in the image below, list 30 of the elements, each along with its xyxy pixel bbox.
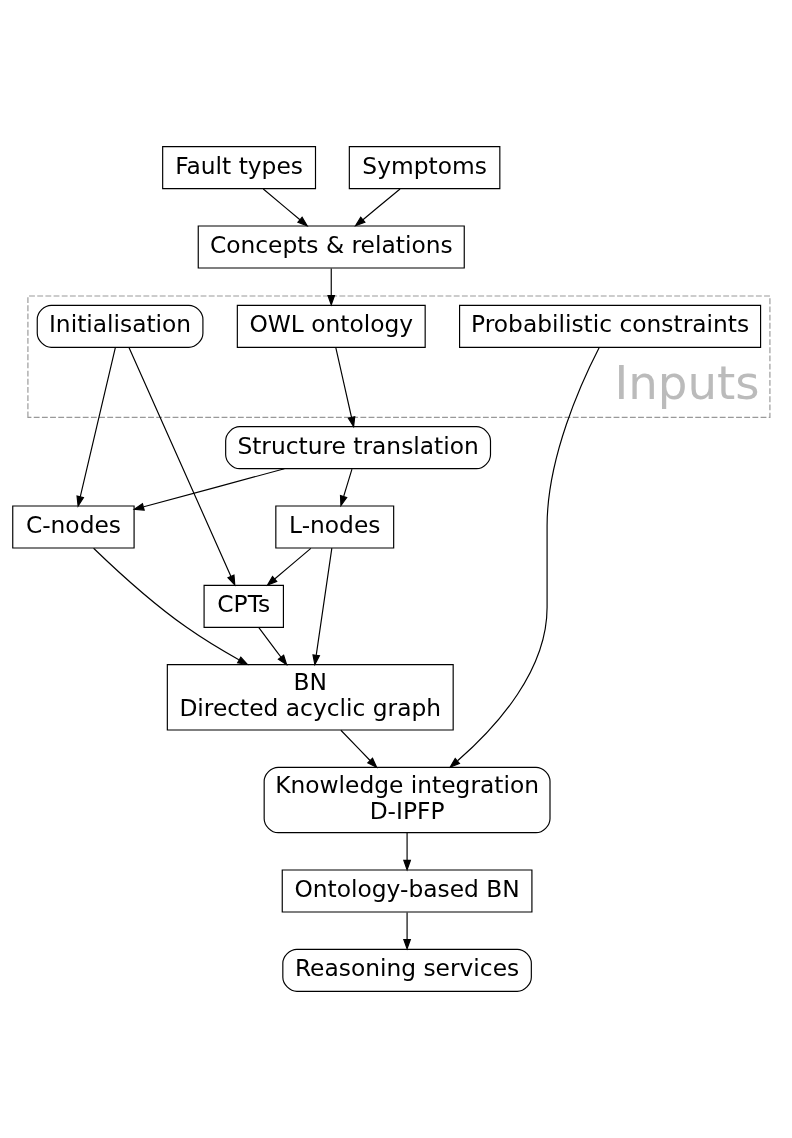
arrow [403,911,412,951]
node-box: Reasoning services [282,948,532,992]
arrow [448,347,600,769]
node-box: Initialisation [36,304,204,348]
node-box: Knowledge integration D-IPFP [263,766,551,834]
node-box: Symptoms [348,146,501,190]
node-box: BN Directed acyclic graph [166,664,454,731]
node-box: C-nodes [12,505,135,549]
arrow [262,188,309,227]
arrow [327,267,336,307]
node-box: CPTs [203,584,284,628]
node-box: Ontology-based BN [281,869,533,913]
arrow [354,188,401,227]
node-box: Probabilistic constraints [459,304,762,348]
arrow [339,468,353,508]
node-box: Structure translation [225,426,492,470]
arrow [132,468,285,511]
arrow [128,346,236,587]
arrow [258,627,288,667]
node-box: Fault types [162,146,317,190]
arrow [266,547,312,587]
arrow [93,547,249,666]
arrow [340,729,378,769]
arrow [76,347,116,508]
node-box: L-nodes [275,505,395,549]
arrow [403,832,412,872]
arrow [335,347,356,429]
node-box: OWL ontology [236,304,426,348]
node-box: Concepts & relations [197,225,465,269]
arrow [312,547,333,667]
